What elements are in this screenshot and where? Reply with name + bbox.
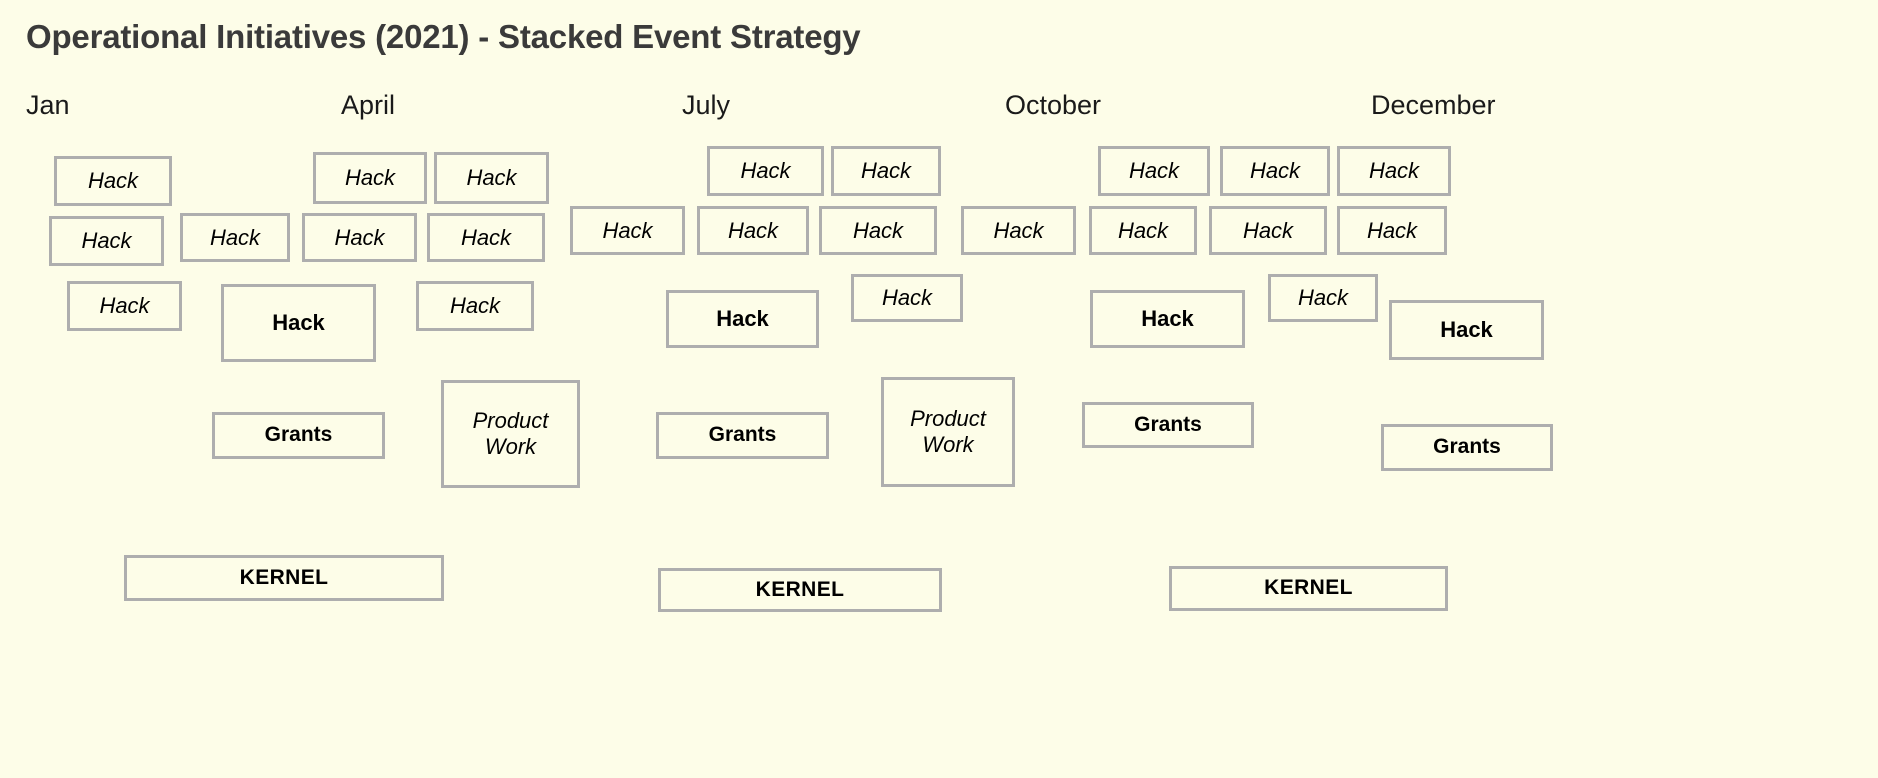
event-box-hack[interactable]: Hack	[1098, 146, 1210, 196]
event-box-label: Hack	[1117, 217, 1169, 243]
event-box-hack[interactable]: Hack	[961, 206, 1076, 255]
event-box-label: Hack	[1366, 217, 1418, 243]
event-box-label: Hack	[272, 310, 325, 336]
event-box-label: Hack	[209, 224, 261, 250]
event-box-hack[interactable]: Hack	[1089, 206, 1197, 255]
event-box-grants[interactable]: Grants	[212, 412, 385, 459]
event-box-hack[interactable]: Hack	[180, 213, 290, 262]
axis-label-july: July	[682, 90, 731, 120]
event-box-label: Hack	[87, 168, 139, 194]
event-box-kernel[interactable]: KERNEL	[658, 568, 942, 612]
event-box-label: Grants	[264, 423, 333, 447]
event-box-hack[interactable]: Hack	[221, 284, 376, 362]
event-box-label: KERNEL	[1264, 576, 1353, 600]
event-box-hack[interactable]: Hack	[1337, 146, 1451, 196]
event-box-hack[interactable]: Hack	[707, 146, 824, 196]
event-box-hack[interactable]: Hack	[313, 152, 427, 204]
event-box-hack[interactable]: Hack	[831, 146, 941, 196]
event-box-label: Hack	[602, 217, 653, 243]
event-box-label: Hack	[716, 306, 769, 332]
event-box-grants[interactable]: Grants	[1082, 402, 1254, 448]
event-box-hack[interactable]: Hack	[49, 216, 164, 266]
event-box-label: Hack	[1297, 285, 1349, 311]
event-box-label: Hack	[852, 217, 904, 243]
event-box-label: Hack	[344, 165, 396, 191]
event-box-grants[interactable]: Grants	[656, 412, 829, 459]
event-box-hack[interactable]: Hack	[67, 281, 182, 331]
event-box-hack[interactable]: Hack	[1268, 274, 1378, 322]
event-box-hack[interactable]: Hack	[819, 206, 937, 255]
event-box-label: Hack	[334, 224, 385, 250]
event-box-hack[interactable]: Hack	[1090, 290, 1245, 348]
event-box-hack[interactable]: Hack	[697, 206, 809, 255]
event-box-label: KERNEL	[239, 565, 329, 589]
event-box-label: Hack	[1249, 158, 1301, 184]
event-box-label: Hack	[1141, 306, 1194, 332]
event-box-label: Hack	[99, 293, 150, 319]
event-box-label: Hack	[740, 158, 791, 184]
event-box-label: Hack	[860, 158, 912, 184]
event-box-kernel[interactable]: KERNEL	[1169, 566, 1448, 611]
event-box-hack[interactable]: Hack	[427, 213, 545, 262]
event-box-hack[interactable]: Hack	[1337, 206, 1447, 255]
event-box-hack[interactable]: Hack	[434, 152, 549, 204]
event-box-hack[interactable]: Hack	[666, 290, 819, 348]
event-box-label: Hack	[727, 217, 779, 243]
event-box-label: Hack	[449, 293, 501, 319]
event-box-label: Hack	[1368, 158, 1420, 184]
event-box-hack[interactable]: Hack	[1220, 146, 1330, 196]
event-box-hack[interactable]: Hack	[54, 156, 172, 206]
event-box-kernel[interactable]: KERNEL	[124, 555, 444, 601]
event-box-hack[interactable]: Hack	[416, 281, 534, 331]
event-box-hack[interactable]: Hack	[1209, 206, 1327, 255]
event-box-label: Hack	[460, 224, 512, 250]
event-box-label: Grants	[708, 423, 777, 447]
event-box-label: Hack	[81, 228, 132, 254]
axis-label-april: April	[341, 90, 396, 120]
event-box-label: Hack	[466, 165, 517, 191]
event-box-grants[interactable]: Grants	[1381, 424, 1553, 471]
event-box-label: KERNEL	[755, 577, 845, 601]
axis-label-december: December	[1371, 90, 1496, 120]
event-box-hack[interactable]: Hack	[570, 206, 685, 255]
event-box-hack[interactable]: Hack	[302, 213, 417, 262]
axis-label-jan: Jan	[26, 90, 70, 120]
event-box-label: Grants	[1433, 435, 1501, 459]
axis-label-october: October	[1005, 90, 1102, 120]
event-box-label: Hack	[1128, 158, 1180, 184]
event-box-label: Grants	[1134, 412, 1202, 436]
page-title: Operational Initiatives (2021) - Stacked…	[26, 18, 861, 55]
event-box-label: Hack	[881, 285, 933, 311]
event-box-label: Hack	[1242, 217, 1294, 243]
event-box-hack[interactable]: Hack	[1389, 300, 1544, 360]
event-box-label: Hack	[1440, 317, 1493, 343]
event-box-label: Hack	[993, 217, 1044, 243]
event-box-hack[interactable]: Hack	[851, 274, 963, 322]
